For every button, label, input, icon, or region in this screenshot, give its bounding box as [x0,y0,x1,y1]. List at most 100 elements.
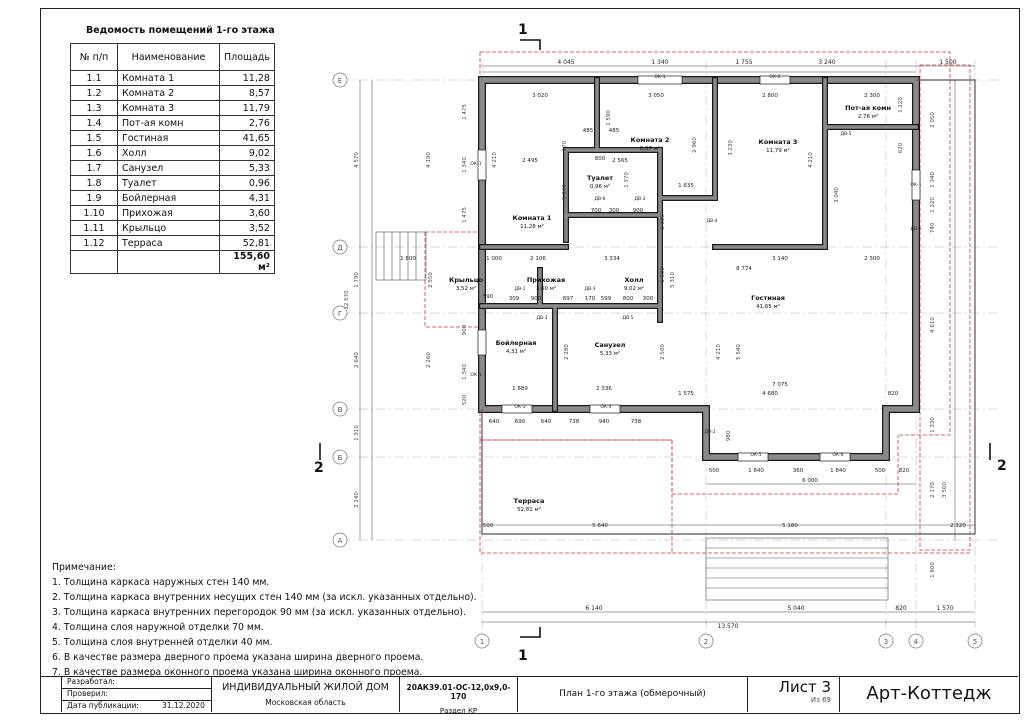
schedule-title: Ведомость помещений 1-го этажа [86,25,275,36]
svg-text:520: 520 [462,394,468,405]
dim-label: 5 040 [787,605,804,612]
svg-text:309: 309 [509,296,520,302]
axis-label: 2 [704,638,708,646]
title-block-signatures: Разработал: Проверил: Дата публикации: 3… [62,676,212,712]
svg-text:900: 900 [531,296,542,302]
room-label-kryltso: Крыльцо [449,276,484,284]
note-item: 3. Толщина каркаса внутренних перегородо… [52,607,467,618]
stairs [375,231,889,601]
svg-text:940: 940 [599,419,610,425]
svg-text:4 210: 4 210 [716,344,722,360]
col-header-num: № п/п [70,43,118,71]
svg-text:4 190: 4 190 [426,152,432,168]
interior-walls [479,77,919,412]
title-block-sheet-title: План 1-го этажа (обмерочный) [518,676,748,712]
left-dimension-labels: 4 570 12 570 1 790 2 640 1 310 2 240 4 1… [344,104,468,508]
room-area: 3,52 м² [456,285,476,292]
room-label-komnata-2: Комната 2 [631,136,670,144]
axis-label: 1 [480,638,484,646]
project-region: Московская область [265,698,346,707]
svg-text:ДВ-3: ДВ-3 [584,286,595,292]
dim-label: 820 [895,605,907,612]
svg-text:360: 360 [793,468,804,474]
bottom-dimension-labels: 6 140 5 040 820 1 570 13 570 [585,605,953,630]
svg-text:1 340: 1 340 [462,157,468,173]
title-block-code: 20АК39.01-ОС-12,0х9,0-170 Раздел КР [400,676,518,715]
svg-text:2 280: 2 280 [564,344,570,360]
svg-text:1 575: 1 575 [678,391,694,397]
svg-text:1 320: 1 320 [930,197,936,213]
svg-text:8 774: 8 774 [736,266,752,272]
svg-text:ДВ-3: ДВ-3 [634,196,645,202]
section-label: 1 [518,22,528,38]
svg-text:900: 900 [633,208,644,214]
svg-text:ДВ-3: ДВ-3 [536,315,547,321]
svg-text:2 300: 2 300 [864,93,880,99]
dim-label: 1 340 [651,59,668,66]
svg-text:2 320: 2 320 [950,523,966,529]
room-label-holl: Холл [625,276,644,284]
room-area: 8,57 м² [640,145,660,152]
note-item: 6. В качестве размера дверного проема ук… [52,652,424,663]
dim-label: 1 500 [939,59,956,66]
svg-text:ДВ-2: ДВ-2 [704,429,715,435]
vertical-inner-dimension-labels: 4 210 1 590 2 960 3 230 4 210 3 040 1 08… [492,110,840,442]
room-label-boilernaya: Бойлерная [496,339,537,347]
axis-label: Д [337,244,343,252]
room-label-pot-komn: Пот-ая комн [845,104,891,112]
svg-text:170: 170 [562,140,568,151]
svg-text:ДВ-1: ДВ-1 [514,286,525,292]
room-label-prikhozhaya: Прихожая [527,276,565,284]
svg-text:ОК-1: ОК-1 [654,74,665,80]
svg-text:1 889: 1 889 [512,386,528,392]
svg-text:1 790: 1 790 [354,272,360,288]
inner-dimension-labels: 3 020 3 050 2 800 2 300 2 495 2 565 1 63… [400,93,966,529]
room-area: 9,02 м² [624,285,644,292]
room-area: 11,79 м² [766,147,790,154]
window-openings [477,75,921,462]
svg-text:2 800: 2 800 [762,93,778,99]
svg-text:3 040: 3 040 [834,187,840,203]
svg-text:ОК-3: ОК-3 [514,404,525,410]
room-area: 5,33 м² [600,350,620,357]
svg-text:500: 500 [483,523,494,529]
dim-label: 3 240 [818,59,835,66]
svg-text:2 170: 2 170 [930,482,936,498]
dim-label: 6 140 [585,605,602,612]
svg-text:820: 820 [899,468,910,474]
dimension-lines [359,65,975,623]
right-dimension-labels: 1 220 2 050 620 1 340 1 320 740 4 610 1 … [898,97,948,578]
svg-text:2 336: 2 336 [596,386,612,392]
notes-heading: Примечание: [52,562,116,573]
sheet-total: Из 69 [810,696,831,704]
svg-text:ОК-2: ОК-2 [769,74,780,80]
sheet-title: План 1-го этажа (обмерочный) [559,689,706,699]
room-area: 0,96 м² [590,183,610,190]
svg-text:1 200: 1 200 [562,184,568,200]
axis-label: 3 [884,638,888,646]
notes-block: Примечание: 1. Толщина каркаса наружных … [52,560,477,680]
dim-label: 13 570 [718,623,739,630]
svg-text:4 210: 4 210 [492,152,498,168]
svg-text:599: 599 [601,296,612,302]
svg-text:3 500: 3 500 [942,482,948,498]
svg-text:1 590: 1 590 [606,110,612,126]
project-name: ИНДИВИДУАЛЬНЫЙ ЖИЛОЙ ДОМ [222,682,389,693]
svg-text:485: 485 [609,128,620,134]
svg-text:ДВ-5: ДВ-5 [622,315,633,321]
svg-text:738: 738 [569,419,580,425]
axis-label: А [338,537,343,545]
svg-text:2 260: 2 260 [426,352,432,368]
room-area: 41,65 м² [756,303,780,310]
svg-text:ДВ-6: ДВ-6 [594,196,605,202]
room-label-gostinaya: Гостиная [751,294,785,302]
svg-text:5 540: 5 540 [736,344,742,360]
axis-number-bubbles: 1 2 3 4 5 [474,633,983,649]
svg-text:640: 640 [489,419,500,425]
svg-text:690: 690 [515,419,526,425]
svg-text:1 310: 1 310 [354,425,360,441]
room-area: 11,28 м² [520,223,544,230]
sheet-frame [40,8,1020,714]
